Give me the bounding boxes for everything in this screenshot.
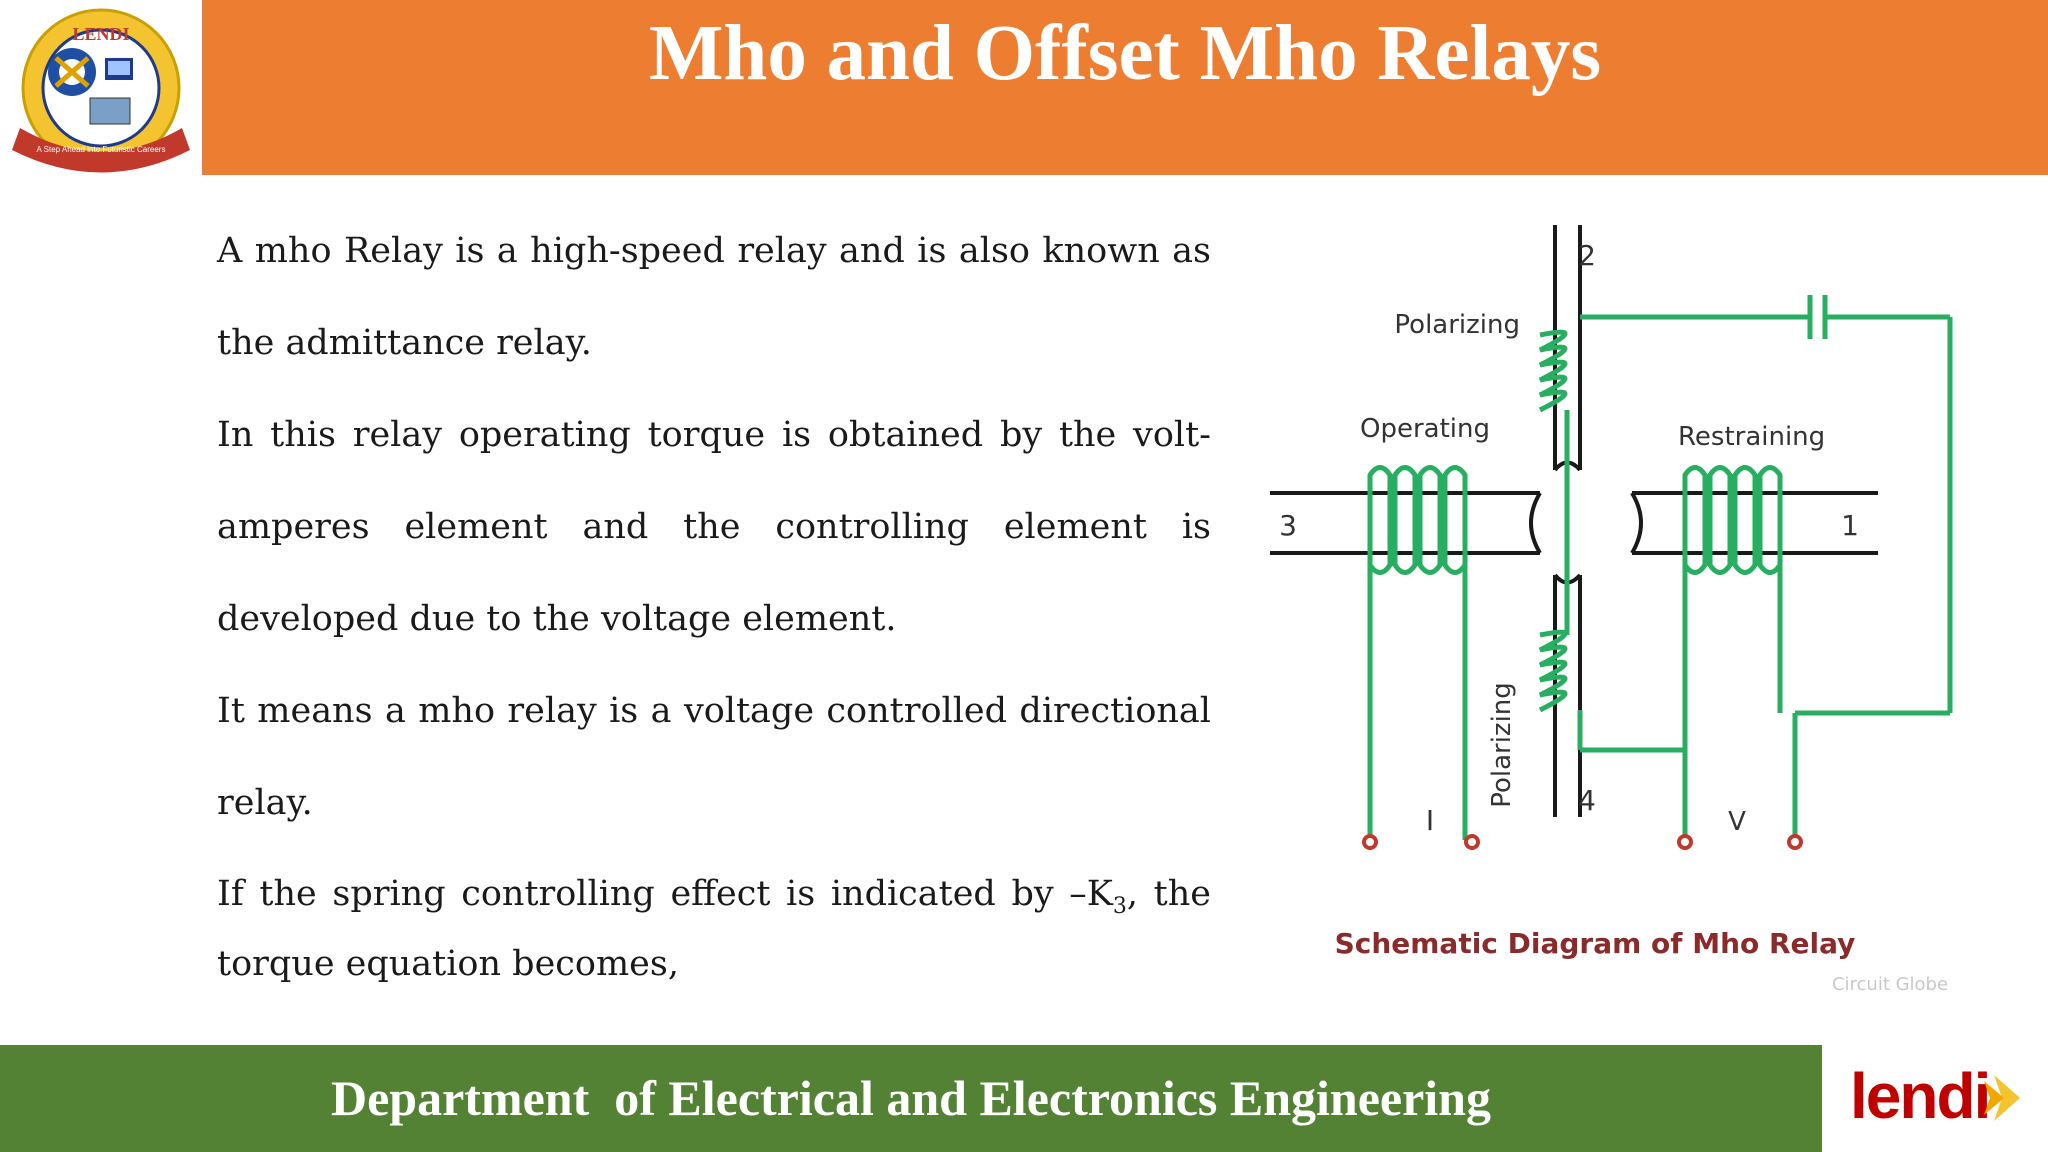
spring-text-suffix: , the torque equation becomes, [217, 874, 1211, 984]
spring-text-prefix: If the spring controlling effect is indi… [217, 874, 1113, 914]
page-title: Mho and Offset Mho Relays [648, 10, 1602, 97]
terminal-3-label: 3 [1279, 509, 1297, 542]
paragraph-definition: A mho Relay is a high-speed relay and is… [217, 231, 1211, 363]
terminal-4-label: 4 [1578, 784, 1596, 817]
paragraph-spring: If the spring controlling effect is indi… [217, 859, 1211, 999]
logo-institution-top: LENDI [72, 24, 129, 44]
lendi-brand-logo: lendi [1822, 1045, 2048, 1152]
department-name: Department of Electrical and Electronics… [330, 1070, 1491, 1126]
restraining-label: Restraining [1678, 422, 1825, 452]
logo-ribbon-text: A Step Ahead into Futuristic Careers [37, 145, 166, 154]
terminal-2-label: 2 [1578, 239, 1596, 272]
mho-relay-diagram: 2 3 1 4 Polarizing Operating Restraining… [1250, 205, 1990, 1009]
terminal-1-label: 1 [1841, 509, 1859, 542]
diagram-caption: Schematic Diagram of Mho Relay [1335, 927, 1856, 960]
diagram-watermark: Circuit Globe [1832, 974, 1948, 995]
body-text: A mho Relay is a high-speed relay and is… [217, 205, 1211, 999]
paragraph-directional: It means a mho relay is a voltage contro… [217, 691, 1211, 823]
polarizing-top-label: Polarizing [1394, 310, 1520, 340]
operating-label: Operating [1360, 414, 1490, 444]
brand-wordmark: lendi [1850, 1060, 1991, 1132]
paragraph-torque: In this relay operating torque is obtain… [217, 415, 1211, 639]
voltage-label: V [1728, 807, 1746, 837]
current-label: I [1426, 804, 1434, 837]
polarizing-bottom-label: Polarizing [1487, 682, 1517, 808]
spring-subscript: 3 [1112, 894, 1127, 919]
institute-logo: LENDI A Step Ahead into Futuristic Caree… [0, 0, 202, 175]
footer-bar: Department of Electrical and Electronics… [0, 1045, 2048, 1152]
header-bar: LENDI A Step Ahead into Futuristic Caree… [0, 0, 2048, 175]
